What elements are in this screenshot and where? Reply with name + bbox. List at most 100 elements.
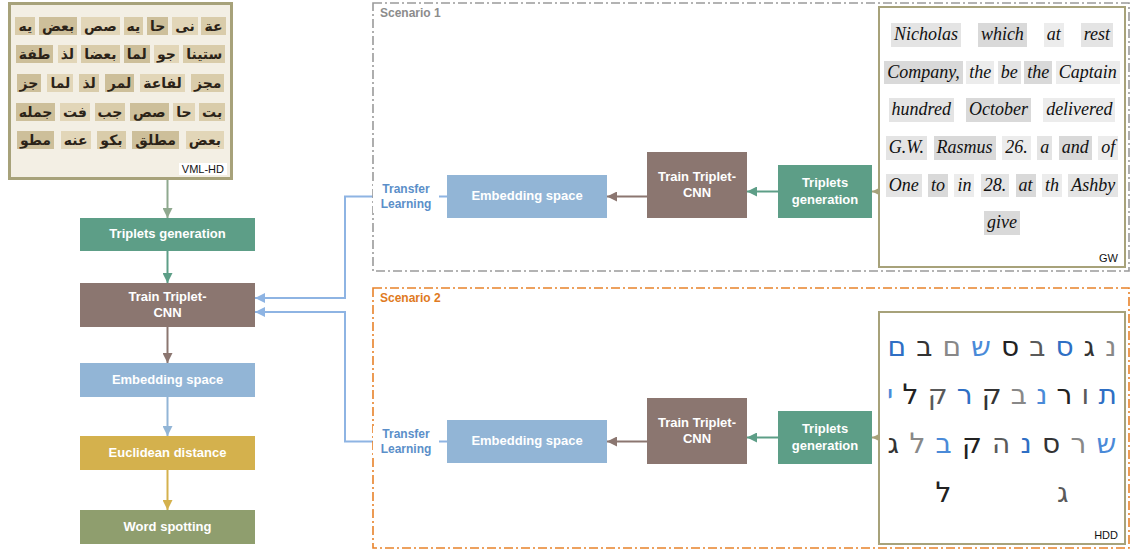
word-image: ק [979, 379, 1005, 411]
word-image: Rasmus [934, 136, 996, 159]
word-image: بت [199, 103, 225, 121]
word-image: يه [124, 17, 144, 35]
word-image: صص [81, 17, 120, 35]
process-box: Embedding space [80, 363, 255, 397]
process-box: Word spotting [80, 510, 255, 544]
word-image: يه [15, 17, 35, 35]
word-image: to [928, 174, 948, 197]
word-image: جو [154, 45, 179, 63]
word-image: 26. [1002, 136, 1031, 159]
box-label: Triplets generation [109, 226, 225, 242]
word-image: جمله [16, 103, 56, 121]
word-image: and [1059, 136, 1092, 159]
word-image: in [954, 174, 974, 197]
edge-label: Transfer Learning [373, 426, 439, 458]
word-image: جز [17, 74, 42, 92]
word-image: be [998, 61, 1021, 84]
word-image: مطو [17, 131, 54, 149]
word-image: بكو [97, 131, 125, 149]
box-label: Euclidean distance [109, 445, 227, 461]
process-box: Train Triplet-CNN [647, 398, 747, 464]
word-image: give [984, 211, 1020, 234]
box-label: Triplets generation [785, 421, 865, 454]
word-image: نى [172, 17, 197, 35]
box-label: Train Triplet-CNN [654, 415, 740, 448]
word-image: ס [1052, 331, 1076, 363]
word-image: ג [885, 428, 903, 460]
process-box: Train Triplet-CNN [647, 152, 747, 218]
connector-arrow [607, 441, 647, 443]
word-image: ר [954, 379, 976, 411]
word-image: ו [1079, 379, 1093, 411]
dataset-name: GW [1096, 252, 1121, 264]
connector-arrow [167, 251, 169, 283]
process-box: Triplets generation [80, 218, 255, 251]
dataset-name: HDD [1091, 529, 1121, 541]
connector-arrow [167, 327, 169, 363]
dataset-panel: يهبعضصصيهحانىعةطفةلذبعضالماجوستيناجزلمال… [8, 2, 233, 180]
word-image: عنه [61, 131, 91, 149]
connector-arrow [607, 196, 647, 198]
box-label: Triplets generation [785, 175, 865, 208]
word-image: th [1042, 174, 1062, 197]
dataset-panel: NicholaswhichatrestCompany,thebetheCapta… [878, 6, 1126, 268]
connector-arrow [255, 312, 447, 442]
scenario-region: Embedding space Train Triplet-CNN Triplets… [372, 2, 1130, 272]
region-title: Scenario 2 [380, 291, 441, 305]
word-image: ג [1081, 331, 1099, 363]
word-image: hundred [889, 98, 954, 121]
word-image: ם [939, 331, 964, 363]
process-box: Train Triplet-CNN [80, 283, 255, 327]
word-image: One [886, 174, 922, 197]
word-image: ת [1095, 379, 1119, 411]
process-box: Euclidean distance [80, 436, 255, 470]
word-image: the [1024, 61, 1052, 84]
word-image: ם [885, 331, 910, 363]
word-image: ستينا [183, 45, 225, 63]
word-image: ב [933, 428, 955, 460]
process-box: Triplets generation [778, 165, 872, 218]
word-image: ב [913, 331, 935, 363]
word-image: ק [925, 379, 951, 411]
box-label: Train Triplet-CNN [118, 289, 218, 322]
process-box: Triplets generation [778, 411, 872, 464]
word-image: لما [47, 74, 73, 92]
word-image: عة [201, 17, 225, 35]
word-image: י [884, 379, 896, 411]
scenario-region: Embedding spaceTrain Triplet-CNNTriplets… [372, 287, 1130, 549]
word-image: which [978, 23, 1027, 46]
word-image: rest [1081, 23, 1113, 46]
word-image: 28. [981, 174, 1010, 197]
word-image: ג [1054, 477, 1072, 509]
word-image: لمر [105, 74, 134, 92]
word-image: ר [1054, 379, 1076, 411]
word-image: حا [173, 103, 194, 121]
word-image: ב [1026, 331, 1048, 363]
word-image: Nicholas [891, 23, 961, 46]
word-image: at [1016, 174, 1036, 197]
box-label: Embedding space [112, 372, 223, 388]
word-image: مطلق [132, 131, 179, 149]
connector-arrow [167, 180, 169, 218]
word-image: بعضا [81, 45, 119, 63]
process-box: Embedding space [447, 175, 607, 218]
connector-arrow [747, 191, 778, 193]
word-image: ל [932, 477, 954, 509]
word-image: ל [906, 428, 928, 460]
word-image: جب [95, 103, 126, 121]
word-image: لذ [79, 74, 98, 92]
word-image: ק [959, 428, 985, 460]
word-image: ש [1094, 428, 1120, 460]
edge-label: Transfer Learning [373, 181, 439, 213]
word-image: صص [130, 103, 169, 121]
word-image: ר [1067, 428, 1089, 460]
region-title: Scenario 1 [380, 6, 441, 20]
word-collage: يهبعضصصيهحانىعةطفةلذبعضالماجوستيناجزلمال… [15, 9, 226, 157]
word-image: ה [989, 428, 1013, 460]
word-image: October [966, 98, 1031, 121]
connector-arrow [167, 397, 169, 436]
word-image: a [1037, 136, 1052, 159]
word-image: ס [1039, 428, 1063, 460]
box-label: Embedding space [471, 188, 582, 204]
